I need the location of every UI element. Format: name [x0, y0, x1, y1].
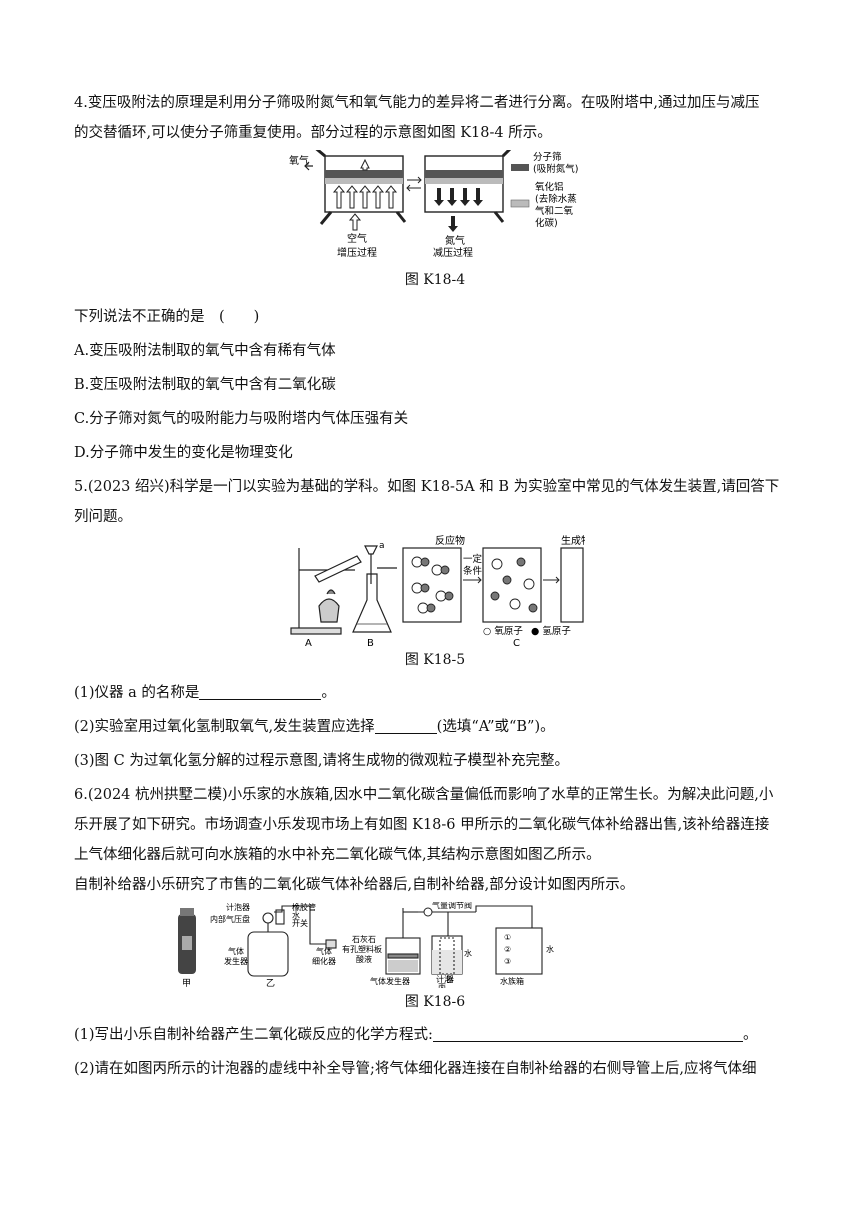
answer-blank-q6-1[interactable]: [432, 1025, 743, 1042]
label-aquarium: 水族箱: [500, 976, 524, 986]
label-gas-gen-1: 气体: [228, 946, 244, 956]
q6-sub1: (1)写出小乐自制补给器产生二氧化碳反应的化学方程式:。: [74, 1025, 758, 1043]
answer-blank-q5-1[interactable]: [199, 683, 322, 700]
legend-oxygen-atom: ○ 氧原子: [483, 625, 523, 637]
label-refiner-2: 细化器: [312, 956, 336, 966]
label-c2: ②: [504, 945, 511, 954]
label-B: B: [367, 638, 374, 646]
label-condition-2: 条件: [463, 565, 483, 577]
apparatus-b: [352, 545, 397, 633]
label-air: 空气: [347, 232, 367, 245]
legend-alumina-1: 氧化铝: [535, 181, 564, 193]
label-nitrogen: 氮气: [445, 234, 465, 247]
label-switch: 开关: [292, 918, 308, 928]
q4-stem-line1: 4.变压吸附法的原理是利用分子筛吸附氮气和氧气能力的差异将二者进行分离。在吸附塔…: [74, 95, 760, 111]
legend-alumina-4: 化碳): [535, 217, 558, 229]
legend-sieve-2: (吸附氮气): [533, 163, 578, 175]
document-page: 4.变压吸附法的原理是利用分子筛吸附氮气和氧气能力的差异将二者进行分离。在吸附塔…: [74, 88, 796, 1084]
label-valve: 气量调节阀: [432, 902, 472, 910]
q5-sub3: (3)图 C 为过氧化氢分解的过程示意图,请将生成物的微观粒子模型补充完整。: [74, 753, 569, 769]
label-reactant: 反应物: [435, 534, 465, 547]
q4-option-c: C.分子筛对氮气的吸附能力与吸附塔内气体压强有关: [74, 411, 409, 427]
label-inner-gauge: 内部气压盘: [210, 914, 250, 924]
q4-question: 下列说法不正确的是 ( ): [74, 309, 260, 325]
adsorption-diagram: 氧气 空气 增压过程 氮气 减压过程 分子筛 (吸: [289, 144, 578, 259]
label-condition-1: 一定: [463, 553, 483, 565]
label-c1: ①: [504, 933, 511, 942]
answer-blank-q5-2[interactable]: [374, 717, 437, 734]
label-bubble-counter: 计泡器: [226, 902, 250, 912]
label-jia: 甲: [182, 978, 191, 988]
label-counter-2: 器: [446, 975, 454, 984]
label-depressurize: 减压过程: [433, 246, 473, 259]
q4-option-a: A.变压吸附法制取的氧气中含有稀有气体: [74, 343, 336, 359]
q4-option-b: B.变压吸附法制取的氧气中含有二氧化碳: [74, 377, 336, 393]
label-gas-gen-2: 发生器: [224, 956, 248, 966]
q6-stem-line2: 乐开展了如下研究。市场调查小乐发现市场上有如图 K18-6 甲所示的二氧化碳气体…: [74, 817, 770, 833]
legend-alumina-3: 气和二氧: [535, 205, 574, 217]
label-C: C: [513, 638, 520, 646]
q5-stem-line1: 5.(2023 绍兴)科学是一门以实验为基础的学科。如图 K18-5A 和 B …: [74, 479, 780, 495]
apparatus-a: [290, 548, 362, 635]
co2-supplier-diagram: 甲 计泡器 内部气压盘 橡胶管 水 开关 气体 发生器 气体 细化器 乙: [178, 900, 554, 992]
gas-apparatus-diagram: A a B 反应物 一定 条件: [290, 534, 591, 649]
label-a: a: [379, 541, 385, 551]
legend-hydrogen-atom: ● 氢原子: [531, 625, 571, 637]
caption-k18-5: 图 K18-5: [404, 652, 466, 668]
q5-sub1: (1)仪器 a 的名称是。: [74, 683, 336, 701]
label-water3: 水: [546, 944, 554, 954]
label-gas-generator: 气体发生器: [370, 976, 410, 986]
figure-k18-6: 甲 计泡器 内部气压盘 橡胶管 水 开关 气体 发生器 气体 细化器 乙: [170, 900, 700, 992]
q4-stem-line2: 的交替循环,可以使分子筛重复使用。部分过程的示意图如图 K18-4 所示。: [74, 125, 552, 141]
q4-option-d: D.分子筛中发生的变化是物理变化: [74, 445, 293, 461]
q6-sub2: (2)请在如图丙所示的计泡器的虚线中补全导管;将气体细化器连接在自制补给器的右侧…: [74, 1061, 757, 1077]
label-water: 水: [292, 910, 300, 920]
label-refiner-1: 气体: [316, 946, 332, 956]
figure-k18-4: 氧气 空气 增压过程 氮气 减压过程 分子筛 (吸: [285, 144, 585, 266]
legend-alumina-2: (去除水蒸: [535, 193, 577, 205]
label-product: 生成物: [561, 534, 585, 547]
label-rubber-tube: 橡胶管: [292, 902, 316, 912]
label-pressurize: 增压过程: [337, 246, 377, 259]
label-bing: 丙: [438, 983, 446, 988]
label-perforated-plate: 有孔塑料板: [342, 944, 382, 954]
label-water2: 水: [464, 948, 472, 958]
q6-stem-line4: 自制补给器小乐研究了市售的二氧化碳气体补给器后,自制补给器,部分设计如图丙所示。: [74, 877, 635, 893]
q5-sub2: (2)实验室用过氧化氢制取氧气,发生装置应选择(选填“A”或“B”)。: [74, 717, 555, 735]
label-limestone: 石灰石: [352, 934, 376, 944]
figure-k18-5: A a B 反应物 一定 条件: [285, 534, 591, 649]
q6-stem-line3: 上气体细化器后就可向水族箱的水中补充二氧化碳气体,其结构示意图如图乙所示。: [74, 847, 601, 863]
q5-stem-line2: 列问题。: [74, 509, 132, 525]
label-A: A: [305, 638, 312, 646]
q6-stem-line1: 6.(2024 杭州拱墅二模)小乐家的水族箱,因水中二氧化碳含量偏低而影响了水草…: [74, 787, 774, 803]
label-c3: ③: [504, 957, 511, 966]
caption-k18-6: 图 K18-6: [404, 994, 466, 1010]
label-oxygen: 氧气: [289, 154, 309, 167]
label-acid: 酸液: [356, 954, 372, 964]
caption-k18-4: 图 K18-4: [404, 272, 466, 288]
label-yi: 乙: [266, 978, 275, 988]
legend-sieve-1: 分子筛: [533, 151, 562, 163]
label-counter-1: 计泡: [436, 974, 452, 984]
